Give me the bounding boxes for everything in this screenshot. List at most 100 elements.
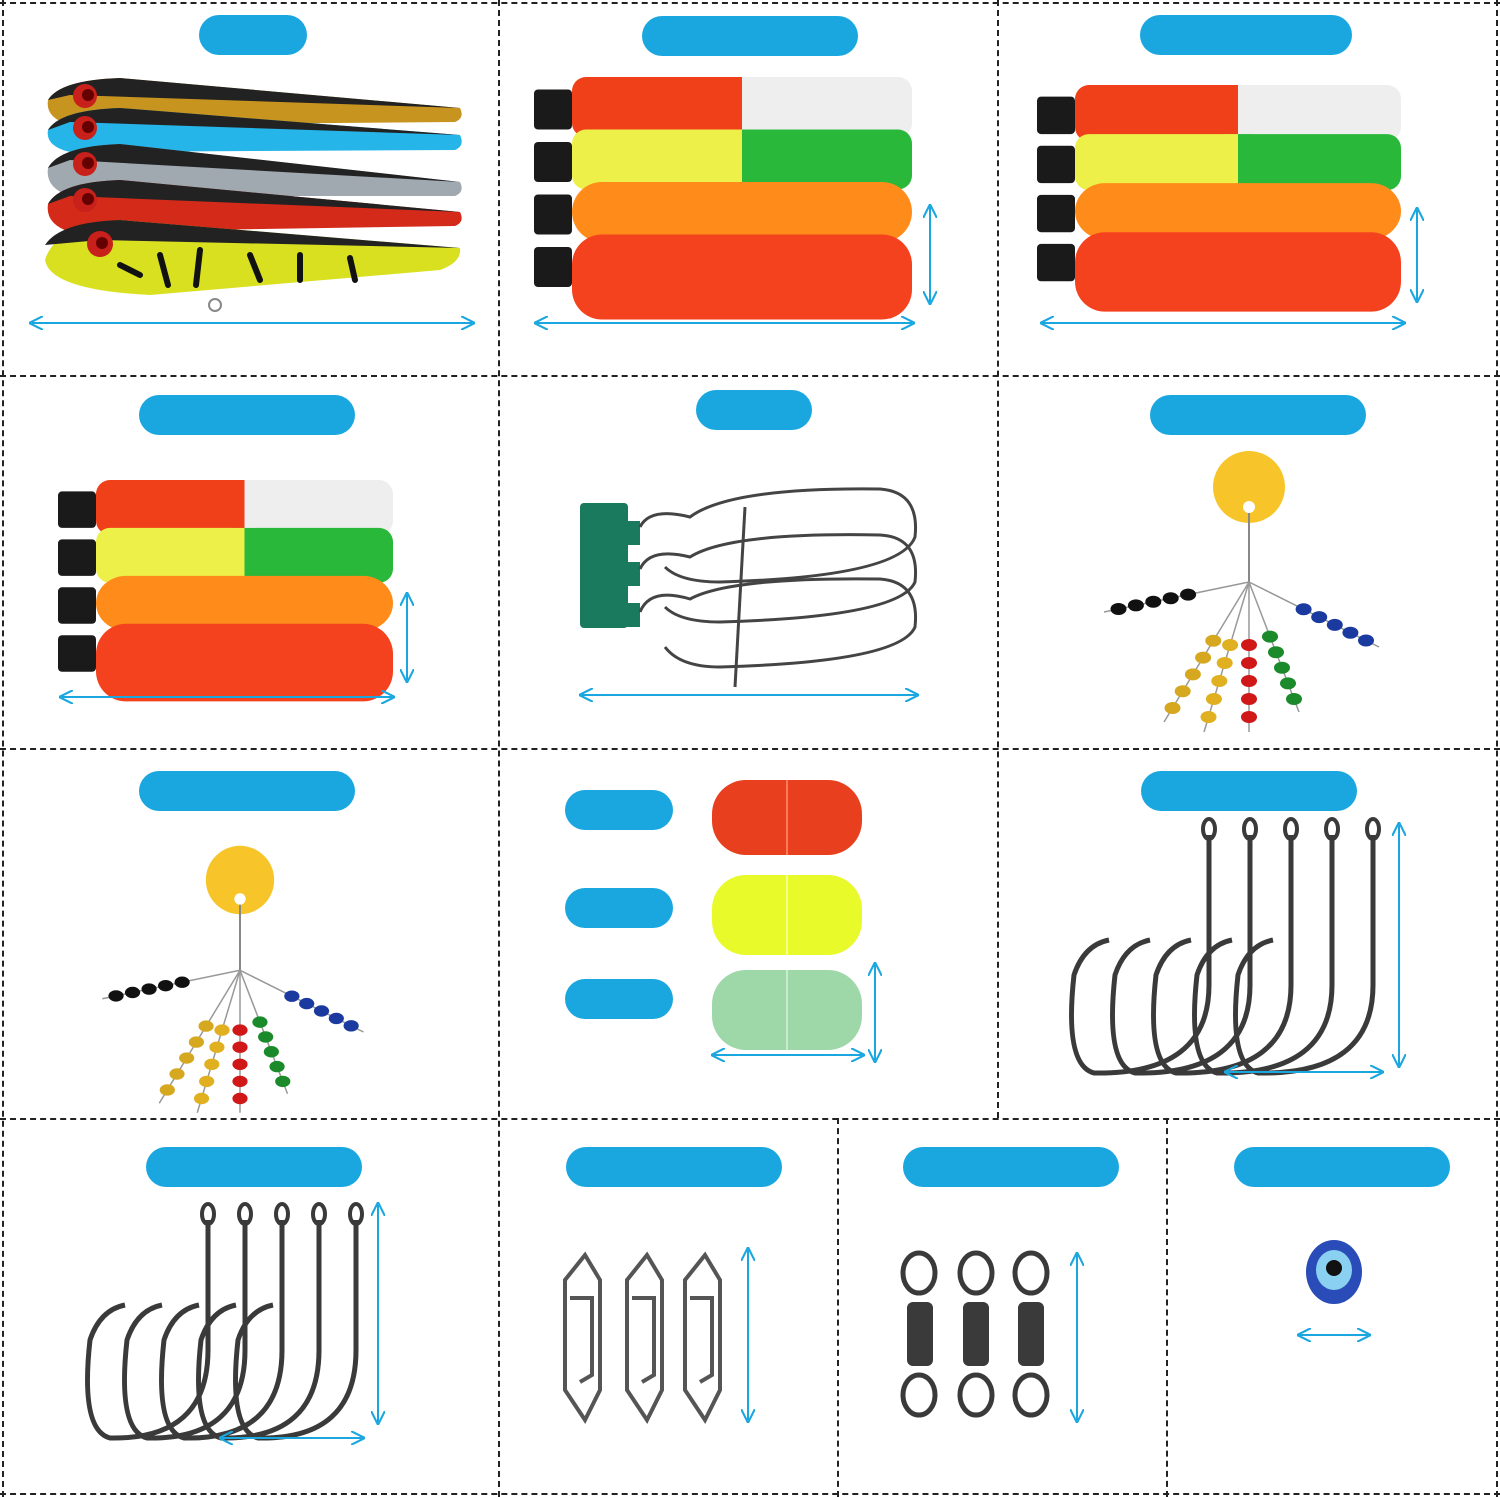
qty: 15pcs [184,1189,271,1224]
sinker-slides-image [500,487,997,748]
qty: 40pcs [1267,1189,1354,1224]
grid-line [1496,0,1498,1497]
qty: 20pcs [608,1189,694,1224]
spec: M [302,813,329,848]
qty: 5pcs [226,57,296,92]
grid-line [837,1118,839,1497]
stopper-bead [1211,675,1228,687]
hook-eye [1324,817,1340,841]
float-stem [1037,194,1075,233]
hooks-6-0-image [85,1202,498,1497]
grid-line [0,1118,1500,1120]
hook-eye [311,1202,327,1226]
hook [1151,835,1294,1076]
stopper-bead [1358,634,1374,647]
hook [159,1220,285,1441]
float-bead-red [712,780,862,855]
qty: 4pcs [592,930,662,965]
stopper-bead [193,1092,210,1105]
hook-eye [237,1202,253,1226]
stopper-bead [232,1075,248,1088]
hook [233,1220,359,1441]
float [96,480,245,535]
spec: L [1321,437,1340,472]
stopper-bead [1241,693,1257,705]
stopper-bead [159,1084,175,1096]
float-stem [534,247,572,287]
grid-line [1166,1118,1168,1497]
qty: 4pcs [179,437,248,472]
stopper-bead [1241,711,1257,723]
hook [1192,835,1335,1076]
hook [196,1220,322,1441]
stopper-tab [1213,451,1285,523]
stopper-bead [1216,657,1233,669]
qty: 20pcs [950,1189,1037,1224]
stopper-bead [1326,618,1343,631]
float [96,575,393,631]
stopper-bead [284,990,300,1002]
stopper-bead [141,983,157,995]
float [244,527,393,583]
label-float-beads-red: 4pcs [565,790,673,867]
float [572,182,912,242]
hook-eye [200,1202,216,1226]
lure [45,220,461,312]
label-sinker-slides: 10pcs [696,390,812,467]
stopper-bead [1180,588,1197,601]
grid-line [997,0,999,1118]
hook-eye [1283,817,1299,841]
label-lures: 5pcs [199,15,307,92]
float [244,480,393,535]
float [1075,134,1238,191]
qty: 4pcs [592,832,662,867]
hook [1110,835,1253,1076]
label-float-beads-yellow: 4pcs [565,888,673,965]
stopper-bead [1110,603,1127,615]
grid-line [498,0,500,1497]
stopper-bead [1241,675,1257,687]
stopper-bead [1274,661,1290,674]
stopper-bead [252,1016,268,1028]
stopper-bead [343,1020,359,1032]
grid-line [0,1493,1500,1495]
swivels-image [900,1250,1166,1497]
stopper-bead [188,1036,204,1048]
stopper-bead [1295,603,1312,616]
float [1075,183,1401,240]
stopper-bead [1280,677,1296,690]
stopper-tab [205,845,275,915]
hook [1233,835,1376,1076]
stopper-bead [214,1024,230,1036]
float-stem [534,194,572,235]
hook-eye [274,1202,290,1226]
stopper-bead [108,990,124,1002]
stopper-bead [198,1020,214,1032]
stopper-bead [1262,630,1278,643]
stopper-bead [1286,693,1302,705]
grid-line [0,2,1500,4]
stopper-bead [158,979,174,992]
floats-3in-image [534,77,997,375]
float-stem [58,587,96,624]
stoppers-m-image [102,845,364,1113]
spec: 1/0 [1046,1189,1088,1224]
stopper-bead [174,976,190,988]
float-stem [58,635,96,672]
float [572,77,742,137]
grid-line [0,748,1500,750]
hook [122,1220,248,1441]
label-swivels: 20pcs 1/0 [903,1147,1119,1224]
stopper-bead [258,1031,274,1043]
label-float-beads-green: 4pcs [565,979,673,1056]
stopper-bead [1174,685,1191,698]
stopper-bead [1145,595,1162,608]
stopper-bead [275,1075,291,1088]
stopper-bead [1205,634,1222,647]
stopper-bead [313,1005,330,1017]
